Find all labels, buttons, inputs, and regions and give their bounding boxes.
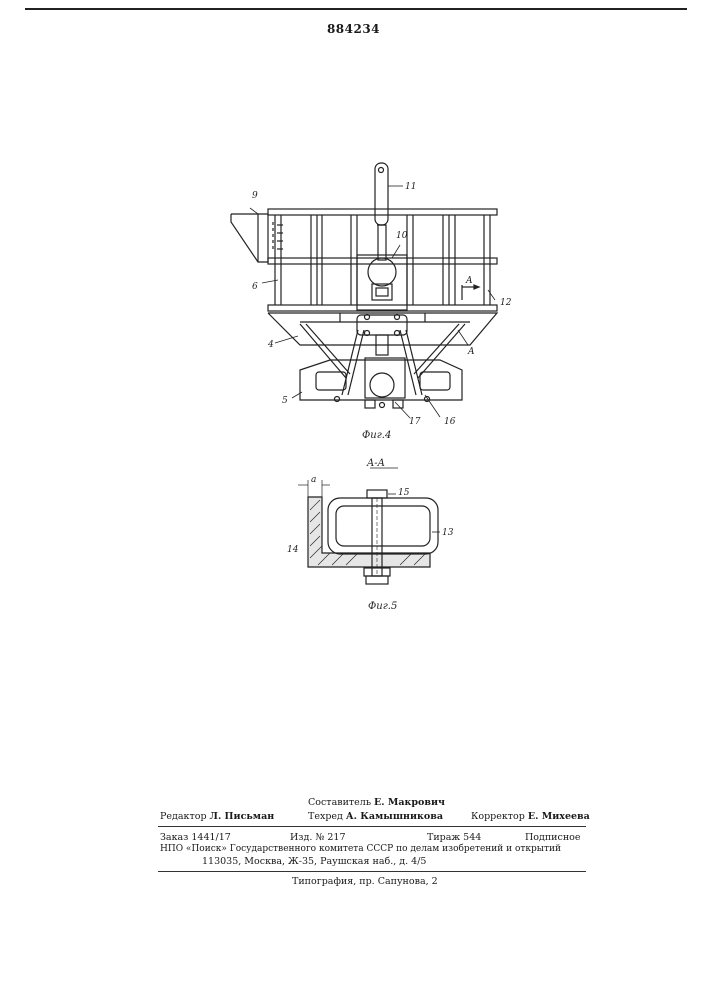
imprint-compiler: Составитель Е. Макрович	[308, 797, 445, 808]
imprint-editor: Редактор Л. Письман	[160, 811, 274, 822]
imprint-tech-editor: Техред А. Камышникова	[308, 811, 443, 822]
section-label: A-A	[366, 458, 385, 469]
base-beam	[268, 313, 497, 345]
imprint-subscription: Подписное	[525, 832, 581, 843]
figure-5-drawing	[298, 480, 438, 584]
side-plate-left	[231, 214, 268, 262]
cage-frame-top	[268, 209, 497, 215]
callout-9: 9	[252, 191, 258, 201]
callout-16: 16	[444, 417, 456, 427]
imprint-address: 113035, Москва, Ж-35, Раушская наб., д. …	[202, 856, 426, 867]
callout-11: 11	[405, 182, 416, 192]
figure-4-caption: Фиг.4	[362, 430, 391, 441]
technical-drawing: 11 9 10 6 A 12 4 A 5 17 16 Фиг.4	[0, 0, 707, 640]
callout-a-upper: A	[465, 276, 473, 286]
callout-a: a	[311, 475, 316, 485]
callout-14: 14	[287, 545, 299, 555]
bottom-carriage	[300, 360, 462, 400]
bolt	[367, 490, 387, 498]
callout-6: 6	[252, 282, 258, 292]
central-block	[357, 255, 407, 310]
figure-4-leaders	[250, 186, 495, 418]
imprint-rule-1	[158, 826, 586, 827]
imprint-rule-2	[158, 871, 586, 872]
imprint-order: Заказ 1441/17	[160, 832, 231, 843]
callout-a-lower: A	[467, 347, 475, 357]
imprint-proofreader: Корректор Е. Михеева	[471, 811, 590, 822]
callout-10: 10	[396, 231, 408, 241]
figure-5-caption: Фиг.5	[368, 601, 397, 612]
imprint-org: НПО «Поиск» Государственного комитета СС…	[160, 844, 561, 854]
callout-12: 12	[500, 298, 512, 308]
figure-4-drawing	[231, 163, 497, 408]
callout-15: 15	[398, 488, 410, 498]
callout-5: 5	[282, 396, 288, 406]
imprint-circulation: Тираж 544	[427, 832, 481, 843]
callout-13: 13	[442, 528, 454, 538]
callout-17: 17	[409, 417, 421, 427]
imprint-printer: Типография, пр. Сапунова, 2	[292, 876, 438, 887]
imprint-edition: Изд. № 217	[290, 832, 346, 843]
callout-4: 4	[267, 340, 274, 350]
